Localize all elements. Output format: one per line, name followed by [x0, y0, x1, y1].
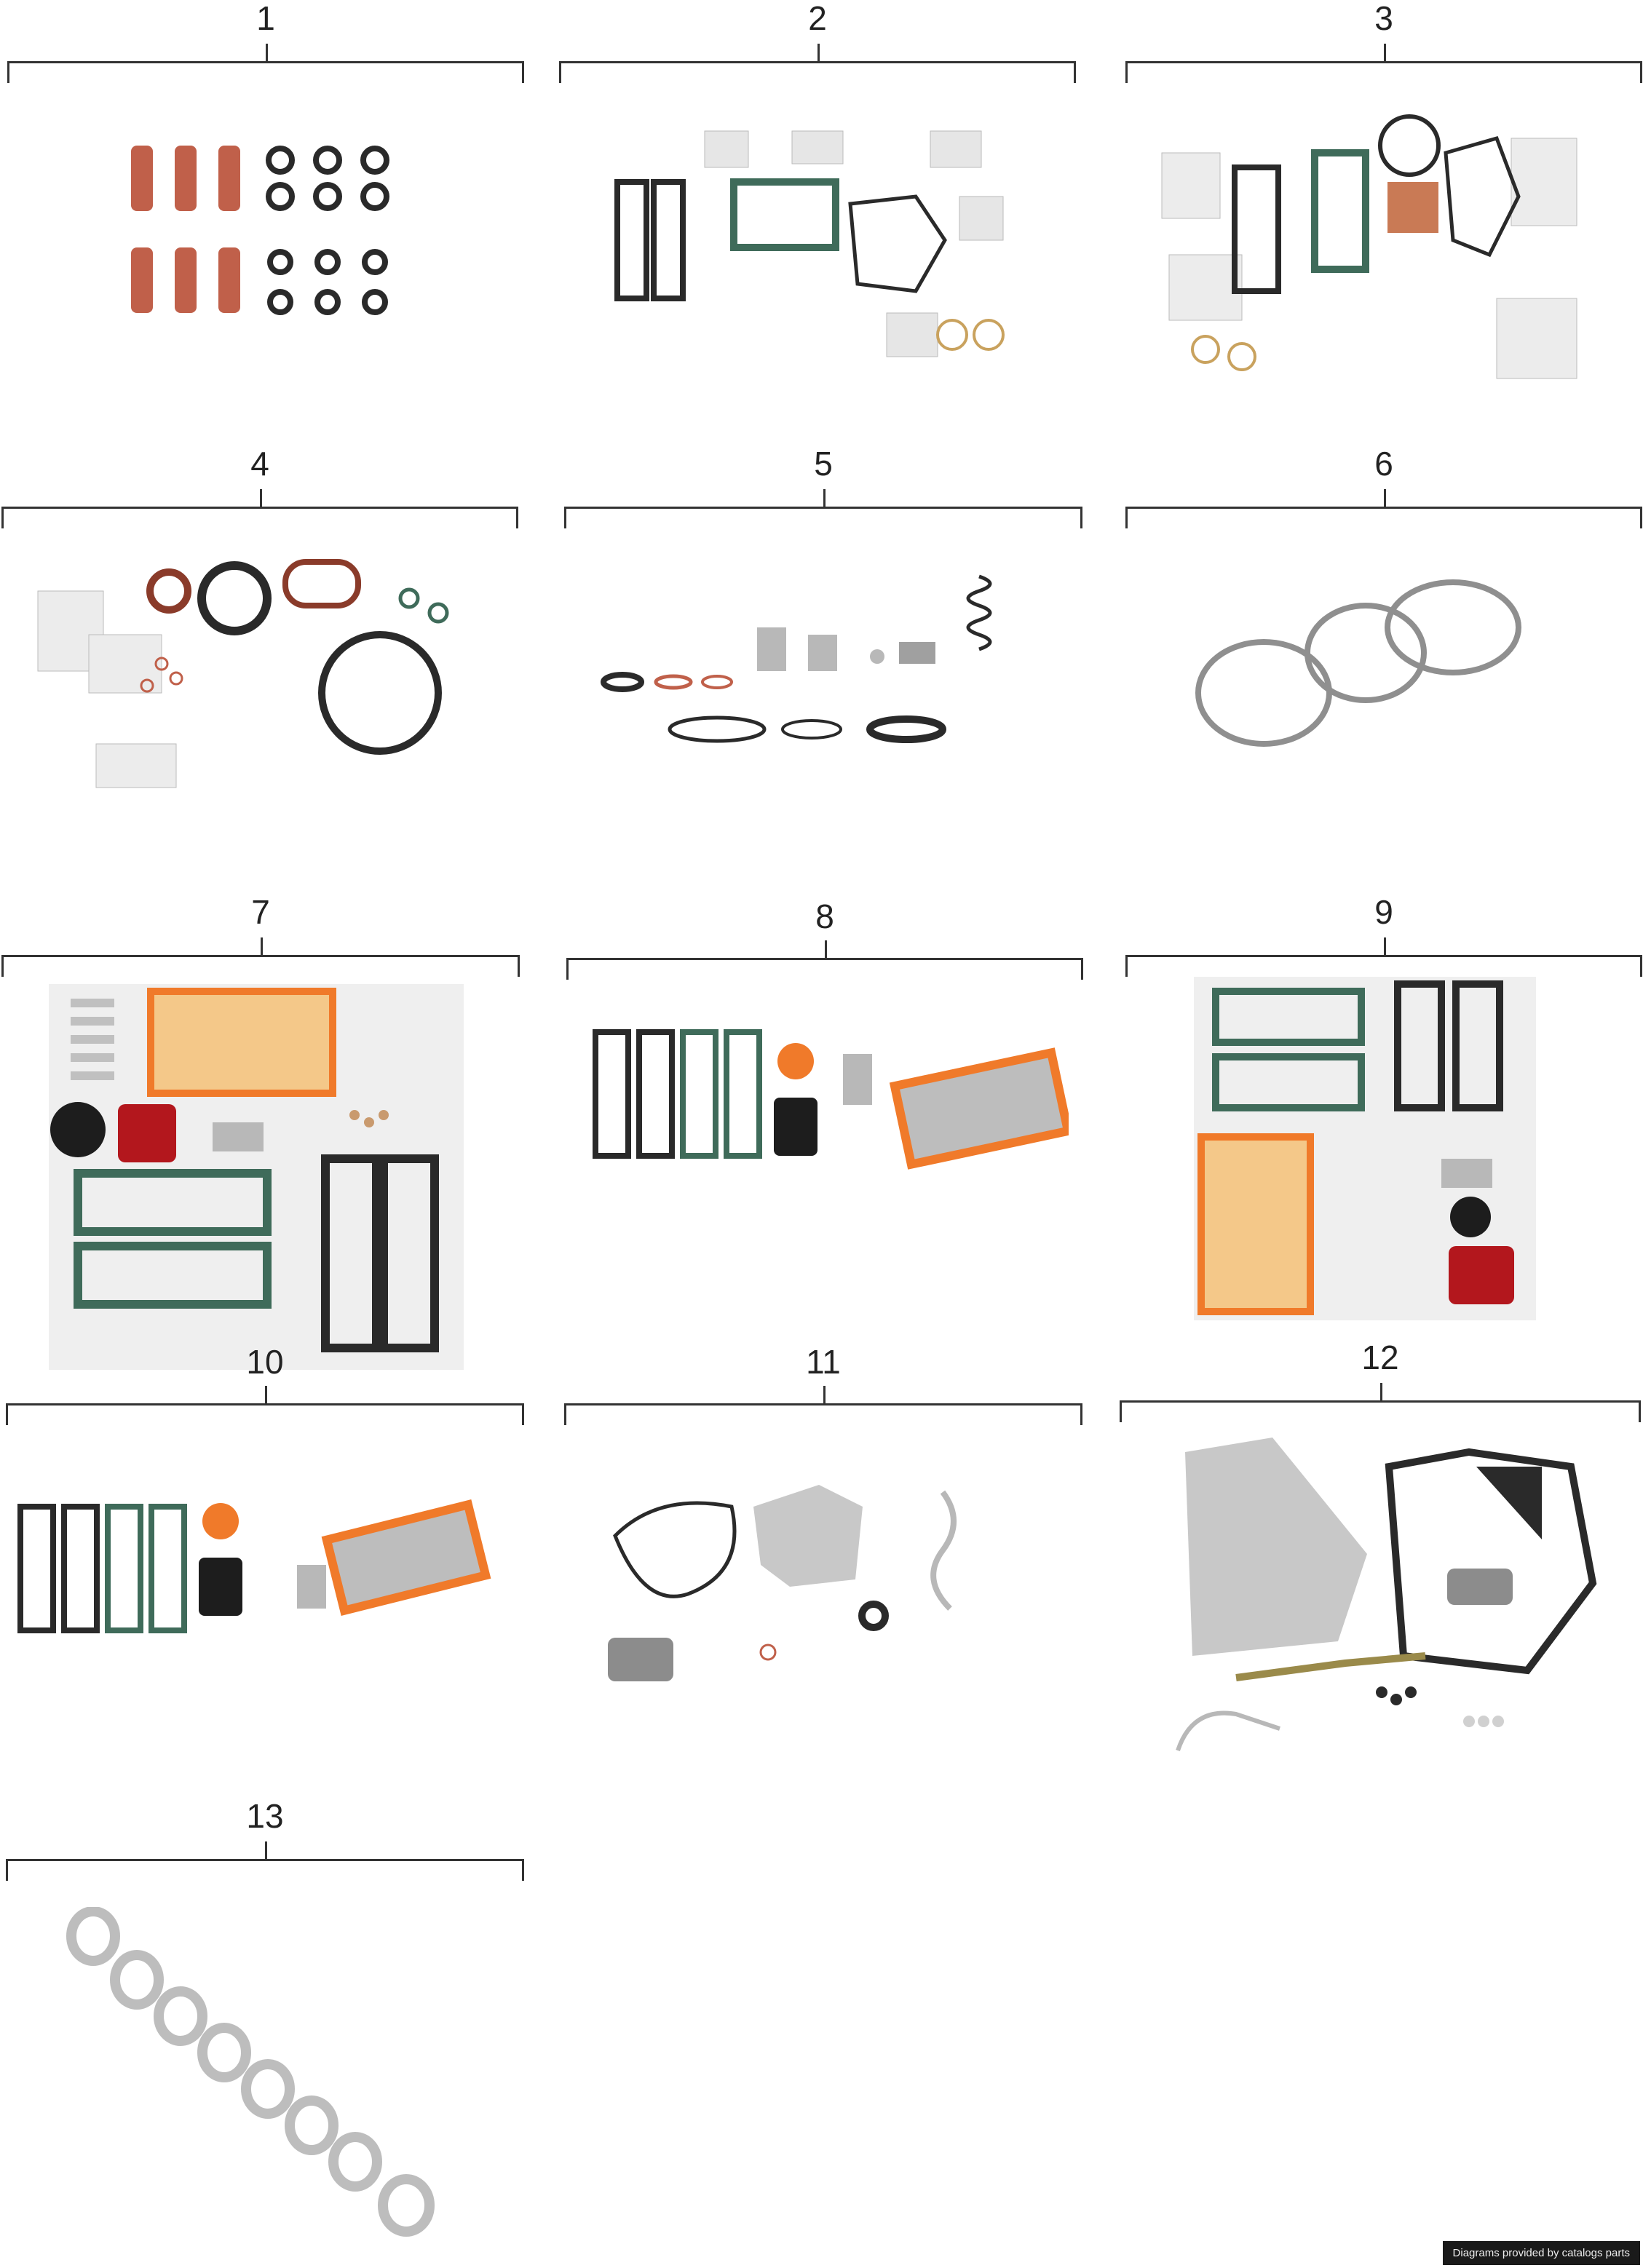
panel-3: 3 — [1125, 0, 1642, 408]
panel-bracket — [1125, 937, 1642, 977]
panel-bracket — [6, 1386, 524, 1425]
injector-seal-kit-image — [116, 131, 422, 335]
panel-number: 9 — [1374, 893, 1393, 931]
panel-5: 5 — [564, 445, 1082, 853]
panel-bracket — [1, 489, 518, 528]
panel-2: 2 — [559, 0, 1076, 408]
panel-bracket — [1125, 44, 1642, 83]
panel-number: 1 — [256, 0, 275, 37]
piston-rings-image — [1191, 576, 1555, 766]
panel-number: 11 — [806, 1343, 841, 1381]
panel-number: 2 — [808, 0, 827, 37]
panel-bracket — [559, 44, 1076, 83]
panel-number: 12 — [1361, 1339, 1399, 1376]
panel-1: 1 — [7, 0, 524, 408]
panel-number: 4 — [250, 445, 269, 483]
complete-gasket-set-image — [1147, 109, 1599, 400]
panel-12: 12 — [1120, 1339, 1641, 1791]
service-kit-image — [13, 1492, 508, 1660]
panel-8: 8 — [566, 894, 1083, 1301]
service-kit-image — [49, 984, 464, 1370]
panel-bracket — [1, 937, 520, 977]
panel-bracket — [1120, 1383, 1641, 1422]
timing-cover-kit-image — [1163, 1438, 1615, 1780]
panel-number: 5 — [814, 445, 833, 483]
panel-bracket — [7, 44, 524, 83]
panel-bracket — [566, 940, 1083, 980]
panel-number: 7 — [251, 893, 270, 931]
seal-kit-image — [31, 547, 489, 809]
panel-number: 10 — [246, 1343, 284, 1381]
panel-number: 6 — [1374, 445, 1393, 483]
panel-11: 11 — [564, 1339, 1082, 1747]
panel-bracket — [1125, 489, 1642, 528]
panel-4: 4 — [1, 445, 518, 853]
panel-bracket — [6, 1841, 524, 1881]
valve-parts-image — [601, 555, 1052, 773]
panel-13: 13 — [6, 1798, 524, 2268]
panel-number: 8 — [815, 897, 834, 935]
panel-10: 10 — [6, 1339, 524, 1747]
panel-number: 3 — [1374, 0, 1393, 37]
panel-bracket — [564, 489, 1082, 528]
service-kit-image — [1194, 977, 1536, 1320]
panel-bracket — [564, 1386, 1082, 1425]
main-bearing-shells-image — [57, 1907, 464, 2256]
panel-number: 13 — [246, 1797, 284, 1835]
service-kit-image — [588, 1018, 1069, 1185]
panel-7: 7 — [1, 894, 520, 1389]
gasket-set-image — [610, 116, 1032, 378]
panel-6: 6 — [1125, 445, 1642, 853]
timing-chain-tensioner-kit-image — [601, 1478, 1052, 1710]
footer-credit: Diagrams provided by catalogs parts — [1442, 2241, 1640, 2265]
panel-9: 9 — [1125, 894, 1642, 1331]
